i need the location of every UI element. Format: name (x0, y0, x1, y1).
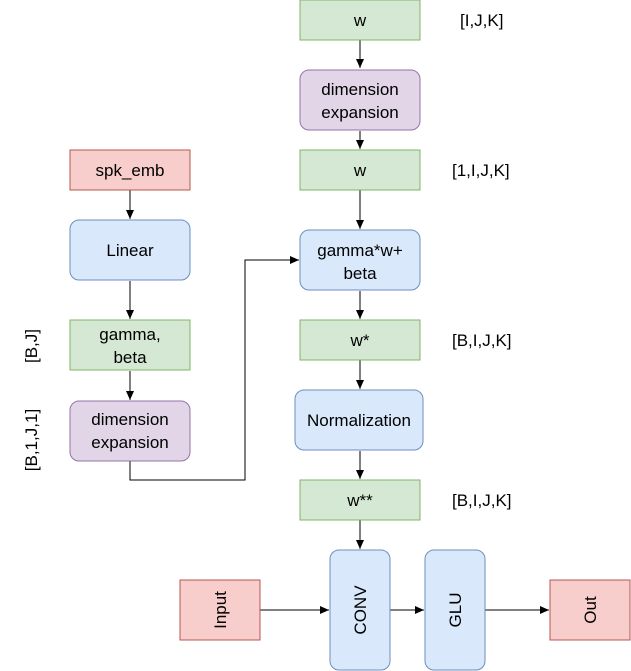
node-normalization: Normalization (294, 389, 424, 451)
node-out: Out (549, 579, 631, 641)
node-linear-label: Linear (106, 241, 154, 260)
node-dimension-expansion-1: dimension expansion (299, 69, 421, 131)
node-gamma-w-beta: gamma*w+ beta (299, 229, 421, 291)
annotation-shape-dim-exp-2: [B,1,J,1] (22, 409, 41, 471)
node-w-star2: w** (299, 479, 421, 521)
node-conv: CONV (329, 549, 391, 671)
node-gamma-w-beta-line2: beta (343, 264, 377, 283)
node-spk-emb: spk_emb (69, 149, 191, 191)
node-conv-label: CONV (351, 585, 370, 635)
annotation-shape-w-star2: [B,I,J,K] (452, 491, 512, 510)
node-gamma-beta: gamma, beta (69, 319, 191, 371)
node-w-mid: w (299, 149, 421, 191)
annotation-shape-w-mid: [1,I,J,K] (452, 161, 510, 180)
node-dimension-expansion-2: dimension expansion (69, 400, 191, 462)
node-glu-label: GLU (446, 593, 465, 628)
node-w-star2-label: w** (346, 491, 373, 510)
annotation-shape-w-star: [B,I,J,K] (452, 331, 512, 350)
node-out-label: Out (581, 596, 600, 624)
node-gamma-w-beta-line1: gamma*w+ (317, 241, 403, 260)
edge-dimexp-to-gamma-w-beta (129, 256, 299, 481)
node-w-mid-label: w (353, 161, 367, 180)
node-input: Input (179, 579, 261, 641)
node-w-star-label: w* (350, 331, 370, 350)
node-w-top-label: w (353, 11, 367, 30)
annotation-shape-gamma-beta: [B,J] (22, 329, 41, 363)
node-dimension-expansion-2-line2: expansion (91, 433, 169, 452)
node-glu: GLU (424, 549, 486, 671)
node-gamma-beta-line2: beta (113, 348, 147, 367)
node-dimension-expansion-1-line2: expansion (321, 103, 399, 122)
node-gamma-beta-line1: gamma, (99, 325, 160, 344)
node-w-top: w (299, 0, 421, 41)
node-input-label: Input (211, 591, 230, 629)
node-normalization-label: Normalization (307, 411, 411, 430)
node-dimension-expansion-1-line1: dimension (321, 80, 399, 99)
annotation-shape-w-top: [I,J,K] (460, 11, 503, 30)
edges (126, 40, 549, 614)
node-dimension-expansion-2-line1: dimension (91, 410, 169, 429)
node-spk-emb-label: spk_emb (96, 161, 165, 180)
node-w-star: w* (299, 319, 421, 361)
node-linear: Linear (69, 219, 191, 281)
